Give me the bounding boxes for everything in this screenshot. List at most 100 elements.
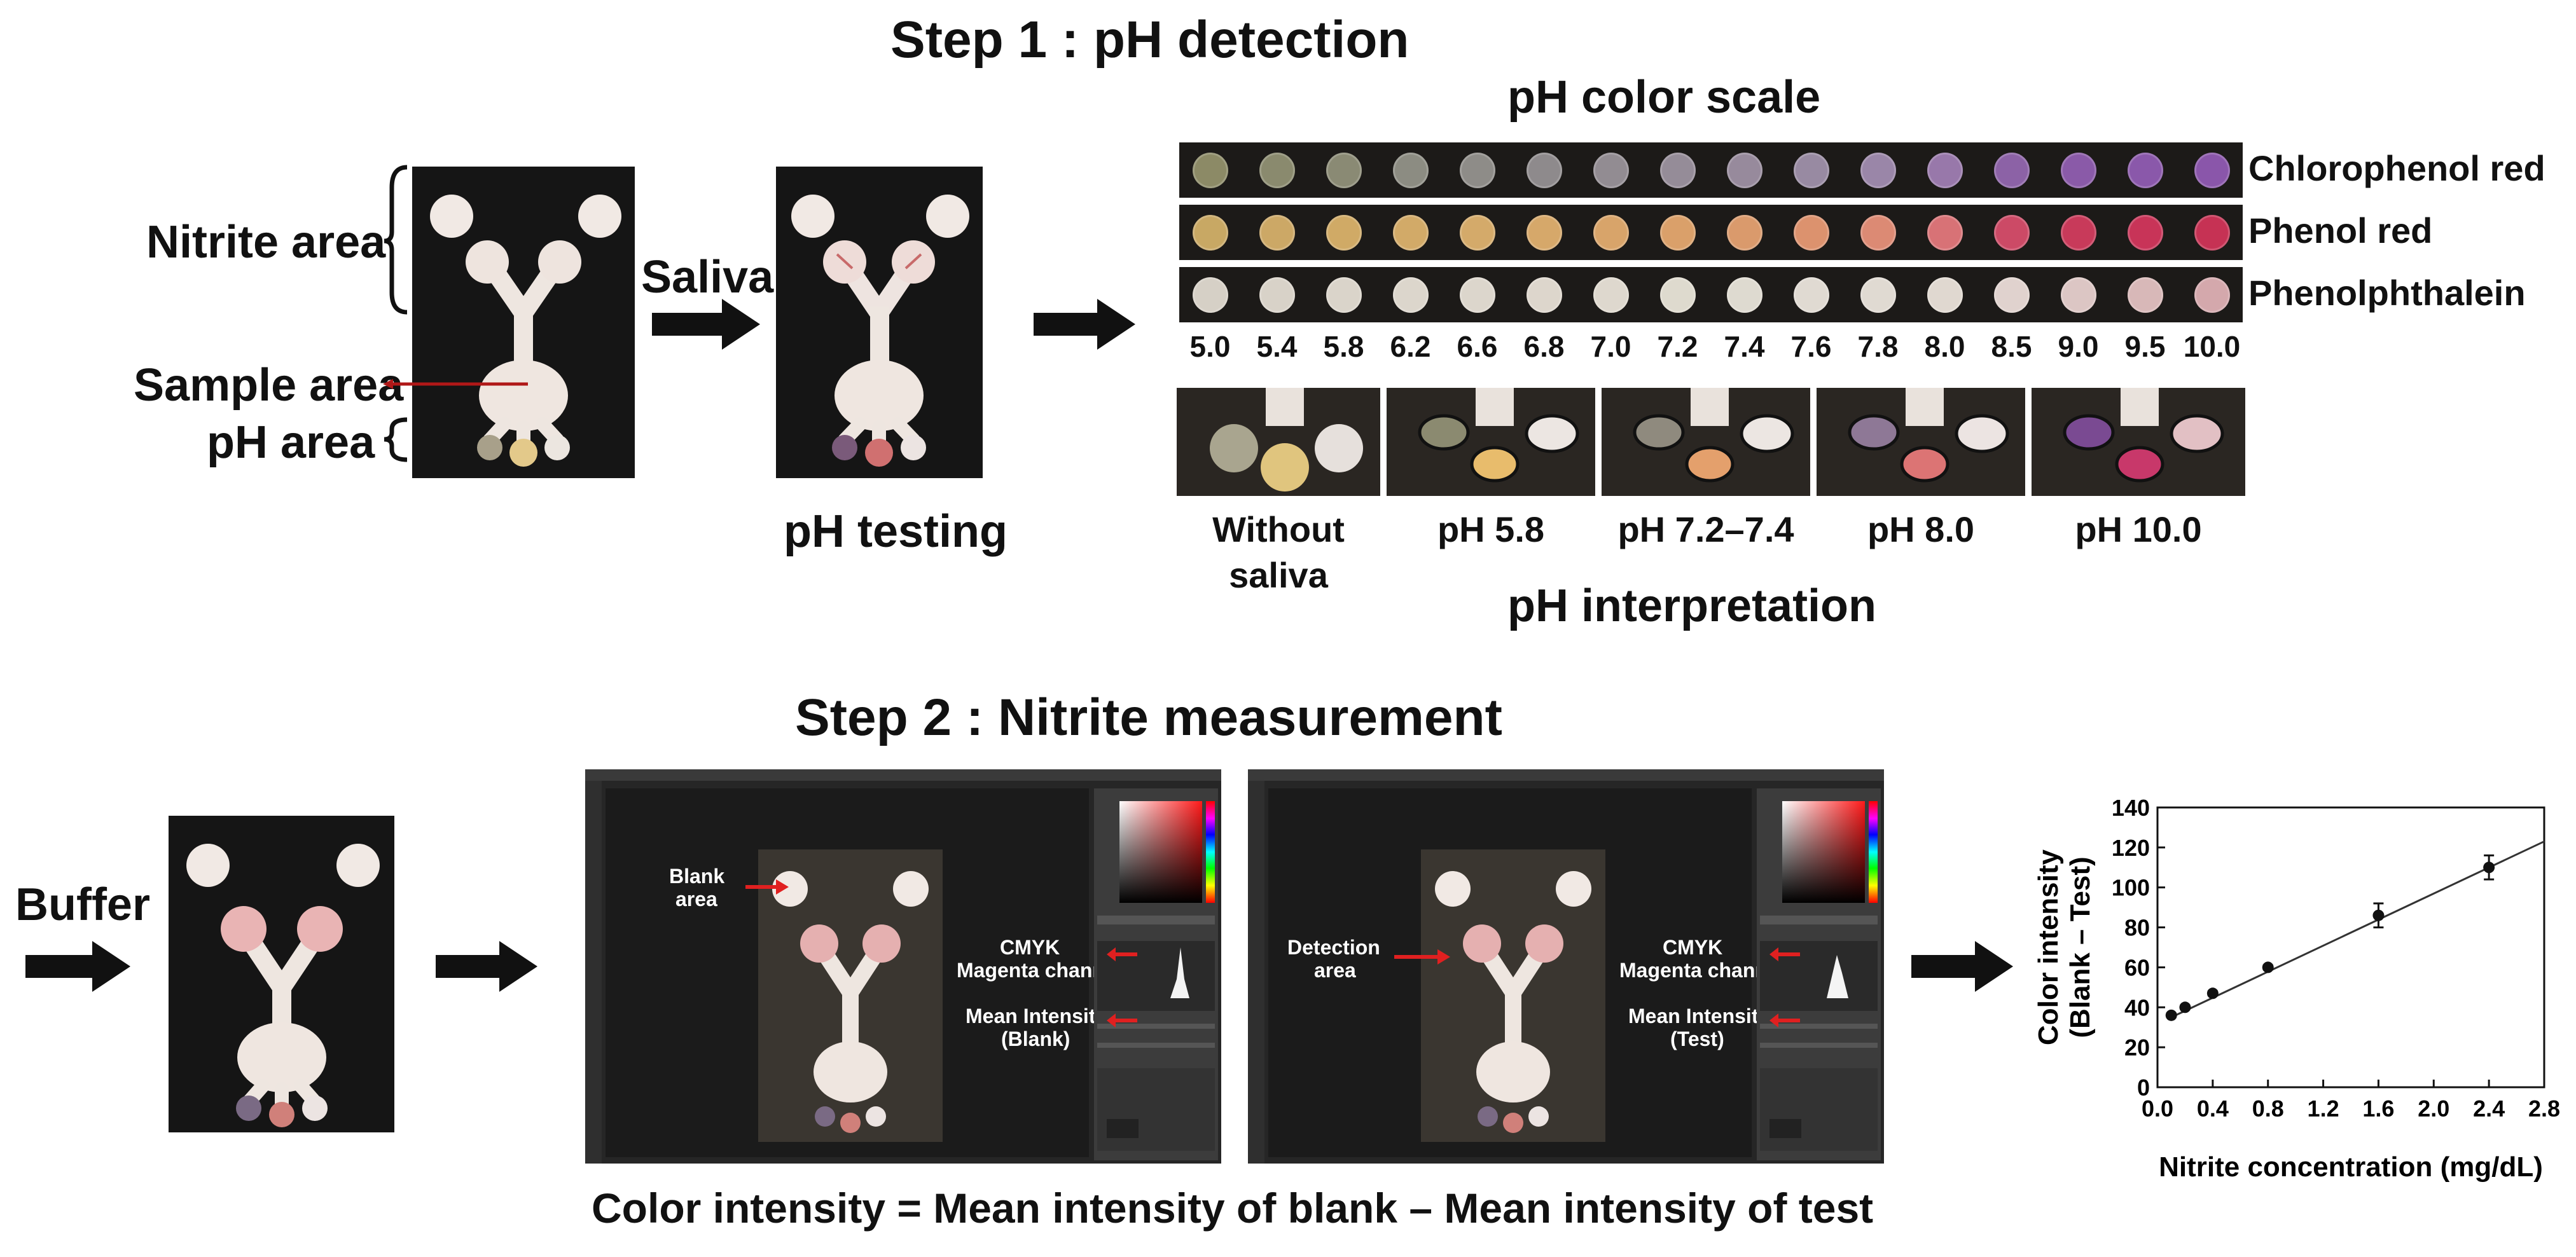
sample-area-label: Sample area bbox=[134, 360, 404, 411]
y-tick-label: 120 bbox=[2112, 835, 2150, 861]
x-tick-label: 2.8 bbox=[2528, 1096, 2560, 1122]
color-spot-phenol-red-1 bbox=[1259, 215, 1295, 251]
ph-value-label: 9.0 bbox=[2058, 330, 2099, 363]
device-graphic-buffer bbox=[186, 844, 380, 1127]
color-spot-phenol-red-3 bbox=[1392, 215, 1429, 251]
mean-intensity-label: Mean Intensity bbox=[966, 1005, 1107, 1027]
ph-value-label: 6.2 bbox=[1390, 330, 1431, 363]
ph-value-label: 7.0 bbox=[1590, 330, 1631, 363]
x-tick-label: 1.2 bbox=[2308, 1096, 2339, 1122]
color-spot-phenol-red-7 bbox=[1659, 215, 1696, 251]
device-graphic bbox=[430, 195, 621, 467]
plot-frame bbox=[2156, 806, 2545, 1089]
color-spot-chlorophenol-red-5 bbox=[1526, 153, 1562, 188]
ph-value-label: 9.5 bbox=[2124, 330, 2166, 363]
ph-value-label: 5.4 bbox=[1256, 330, 1298, 363]
to-chart-arrow-icon bbox=[1911, 941, 2013, 992]
canvas-device bbox=[1421, 849, 1605, 1142]
x-tick-label: 0.8 bbox=[2252, 1096, 2284, 1122]
y-tick-label: 0 bbox=[2137, 1075, 2150, 1101]
strip-chlorophenol-red bbox=[1177, 140, 2245, 200]
tool-bar bbox=[585, 781, 602, 1164]
blank-area-label-line2: area bbox=[675, 888, 717, 910]
ph-value-label: 5.8 bbox=[1323, 330, 1364, 363]
mean-intensity-test-label: (Test) bbox=[1670, 1027, 1724, 1050]
color-spot-chlorophenol-red-14 bbox=[2127, 153, 2163, 188]
ph-area-label: pH area bbox=[207, 417, 375, 468]
indicator-label-phenol-red: Phenol red bbox=[2248, 210, 2433, 251]
color-spot-phenolphthalein-14 bbox=[2127, 277, 2163, 313]
color-spot-phenolphthalein-13 bbox=[2060, 277, 2096, 313]
color-spot-chlorophenol-red-13 bbox=[2060, 153, 2096, 188]
interp-label-ph-5-8: pH 5.8 bbox=[1437, 509, 1545, 549]
cmyk-label: CMYK bbox=[1000, 936, 1060, 959]
y-tick-label: 60 bbox=[2124, 954, 2150, 980]
y-tick-label: 40 bbox=[2124, 994, 2150, 1020]
color-spot-phenol-red-4 bbox=[1459, 215, 1495, 251]
color-spot-phenolphthalein-5 bbox=[1526, 277, 1562, 313]
color-spot-phenol-red-14 bbox=[2127, 215, 2163, 251]
color-spot-chlorophenol-red-4 bbox=[1459, 153, 1495, 188]
cmyk-label: CMYK bbox=[1663, 936, 1723, 959]
saliva-arrow-icon bbox=[652, 299, 760, 350]
detection-area-red-arrow-icon bbox=[1394, 949, 1450, 965]
color-spot-phenol-red-10 bbox=[1860, 215, 1896, 251]
data-point bbox=[2179, 1001, 2191, 1013]
detection-area-label-line1: Detection bbox=[1287, 936, 1380, 959]
interpretation-graphic bbox=[1177, 388, 2245, 496]
data-point bbox=[2165, 1009, 2177, 1021]
buffer-arrow-icon bbox=[25, 941, 130, 992]
interp-label-ph-7-2-7-4: pH 7.2–7.4 bbox=[1617, 509, 1794, 549]
color-spot-phenolphthalein-15 bbox=[2194, 277, 2230, 313]
detection-area-label-line2: area bbox=[1314, 959, 1356, 982]
device-graphic-tested bbox=[791, 195, 969, 467]
color-spot-phenol-red-8 bbox=[1726, 215, 1762, 251]
interp-label-ph-10-0: pH 10.0 bbox=[2075, 509, 2202, 549]
data-point bbox=[2206, 987, 2219, 999]
channel-red-arrow-icon bbox=[1769, 947, 1800, 961]
y-axis-label-line1: Color intensity bbox=[2033, 849, 2064, 1045]
blank-area-label-line1: Blank bbox=[669, 865, 725, 888]
canvas-device bbox=[758, 849, 943, 1142]
x-tick-label: 0.0 bbox=[2142, 1096, 2173, 1122]
y-tick-label: 20 bbox=[2124, 1034, 2150, 1061]
interp-label-saliva: saliva bbox=[1229, 555, 1328, 595]
x-tick-label: 2.0 bbox=[2418, 1096, 2449, 1122]
data-point bbox=[2262, 961, 2274, 973]
ph-value-label: 7.8 bbox=[1857, 330, 1899, 363]
tool-bar bbox=[1248, 781, 1264, 1164]
ph-value-label: 6.6 bbox=[1457, 330, 1498, 363]
buffer-label: Buffer bbox=[15, 879, 150, 930]
menu-bar bbox=[585, 769, 1221, 781]
x-tick-label: 0.4 bbox=[2197, 1096, 2229, 1122]
panel-graphic bbox=[1760, 801, 1878, 1151]
saliva-label: Saliva bbox=[641, 252, 774, 303]
interpretation-strip bbox=[1177, 388, 2245, 496]
nitrite-area-label: Nitrite area bbox=[146, 217, 386, 268]
buffer-device-photo bbox=[169, 816, 394, 1132]
image-canvas: Blank area CMYK Magenta channel Mean Int… bbox=[606, 788, 1122, 1157]
data-point bbox=[2372, 909, 2385, 921]
side-panel bbox=[1757, 788, 1881, 1160]
step2-title: Step 2 : Nitrite measurement bbox=[795, 689, 1502, 746]
software-screen-blank: Blank area CMYK Magenta channel Mean Int… bbox=[585, 769, 1221, 1164]
ph-value-label: 8.5 bbox=[1991, 330, 2032, 363]
software-screen-test: Detection area CMYK Magenta channel Mean… bbox=[1248, 769, 1884, 1164]
area-brackets bbox=[384, 165, 408, 462]
image-canvas: Detection area CMYK Magenta channel Mean… bbox=[1268, 788, 1785, 1157]
side-panel bbox=[1094, 788, 1218, 1160]
color-spot-phenol-red-5 bbox=[1526, 215, 1562, 251]
y-tick-label: 80 bbox=[2124, 915, 2150, 941]
ph-value-label: 7.2 bbox=[1657, 330, 1698, 363]
color-spot-chlorophenol-red-8 bbox=[1726, 153, 1762, 188]
color-spot-chlorophenol-red-3 bbox=[1392, 153, 1429, 188]
device-photo-unused bbox=[412, 167, 635, 478]
color-spot-phenolphthalein-1 bbox=[1259, 277, 1295, 313]
ph-value-label: 6.8 bbox=[1523, 330, 1565, 363]
ph-value-label: 5.0 bbox=[1189, 330, 1231, 363]
color-spot-phenol-red-11 bbox=[1927, 215, 1963, 251]
to-scale-arrow-icon bbox=[1034, 299, 1135, 350]
